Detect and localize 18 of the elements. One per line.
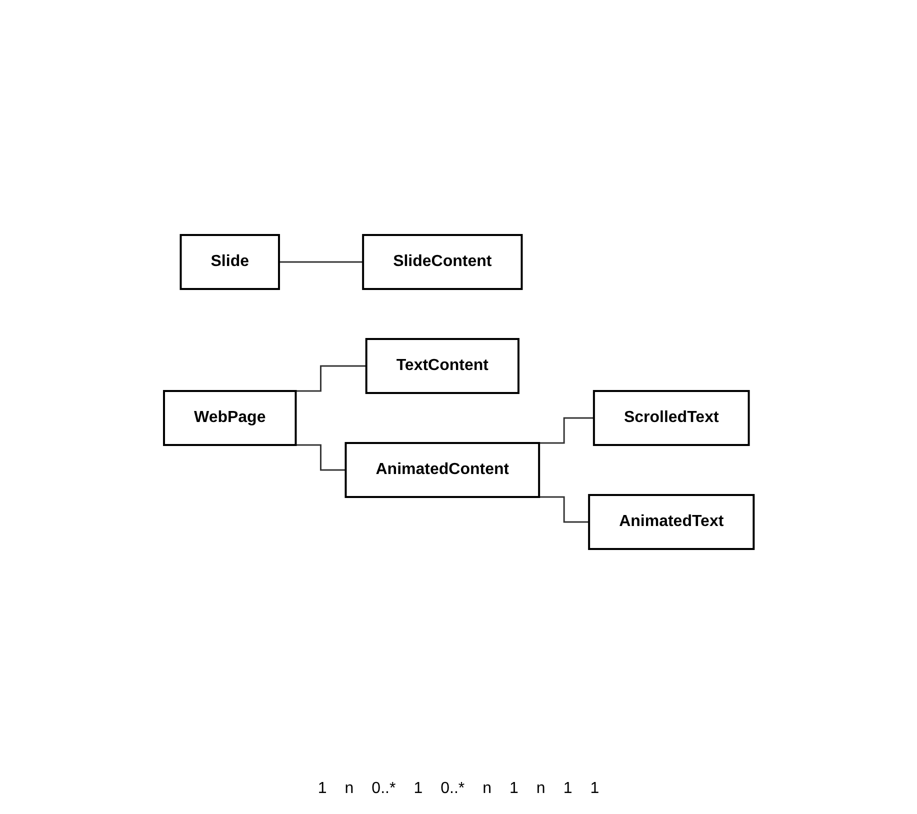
multiplicity-label: 0..* — [440, 780, 465, 798]
multiplicity-label: n — [536, 780, 546, 798]
node-box: WebPage — [162, 390, 296, 446]
node-box: AnimatedText — [588, 494, 754, 550]
connector — [278, 261, 364, 263]
node-box: SlideContent — [362, 234, 522, 290]
multiplicity-label: n — [344, 780, 354, 798]
multiplicity-label: n — [482, 780, 492, 798]
multiplicity-label: 1 — [590, 780, 600, 798]
multiplicity-label: 0..* — [372, 780, 396, 798]
node-box: AnimatedContent — [344, 442, 540, 498]
node-box: ScrolledText — [592, 390, 750, 446]
multiplicity-label: 1 — [414, 780, 423, 798]
node-box: TextContent — [364, 338, 520, 394]
multiplicity-label: 1 — [563, 780, 572, 798]
multiplicity-label: 1 — [318, 780, 327, 798]
node-box: Slide — [179, 234, 280, 290]
multiplicity-label: 1 — [510, 780, 518, 798]
